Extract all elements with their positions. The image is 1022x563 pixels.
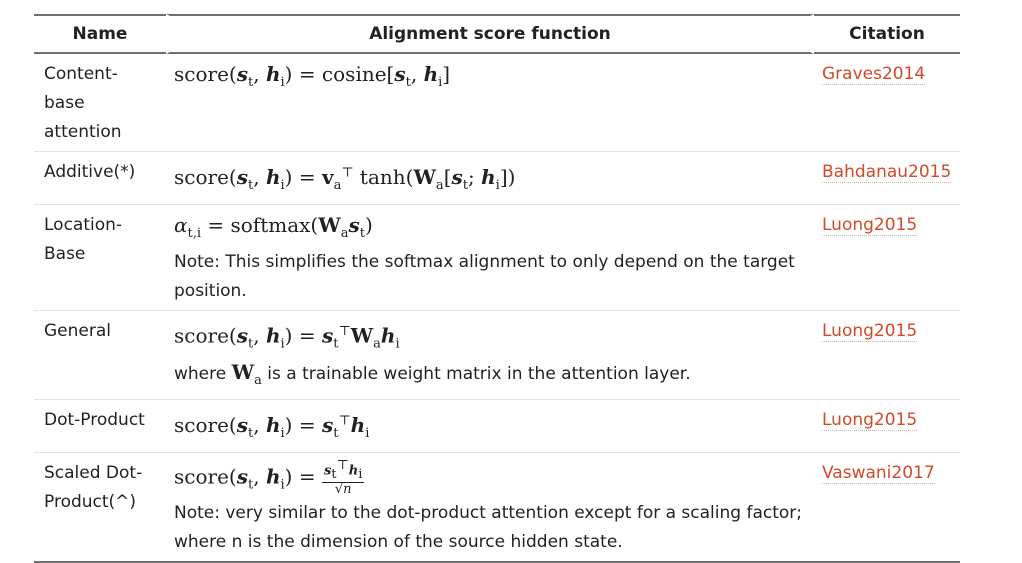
formula-location-base: αt,i = softmax(Wast) (174, 212, 373, 241)
table-row: Dot-Product score(st, hi) = st⊤hi Luong2… (34, 400, 960, 453)
citation-link[interactable]: Graves2014 (822, 64, 926, 85)
formula-additive: score(st, hi) = va⊤ tanh(Wa[st; hi]) (174, 164, 516, 193)
formula-dot-product: score(st, hi) = st⊤hi (174, 412, 370, 441)
attention-score-table-page: Name Alignment score function Citation C… (34, 14, 960, 563)
row-name: General (34, 311, 166, 401)
table-row: Scaled Dot-Product(^) score(st, hi) = st… (34, 453, 960, 563)
header-row: Name Alignment score function Citation (34, 14, 960, 54)
row-formula: score(st, hi) = cosine[st, hi] (166, 54, 814, 152)
formula-general: score(st, hi) = st⊤Wahi (174, 323, 400, 352)
table-row: Additive(*) score(st, hi) = va⊤ tanh(Wa[… (34, 152, 960, 205)
row-formula: αt,i = softmax(Wast) Note: This simplifi… (166, 205, 814, 311)
row-name: Scaled Dot-Product(^) (34, 453, 166, 563)
row-name: Additive(*) (34, 152, 166, 205)
citation-link[interactable]: Vaswani2017 (822, 462, 935, 484)
table-row: Location-Base αt,i = softmax(Wast) Note:… (34, 205, 960, 311)
row-note: Note: This simplifies the softmax alignm… (174, 251, 795, 301)
table-row: General score(st, hi) = st⊤Wahi where Wa… (34, 311, 960, 401)
row-formula: score(st, hi) = st⊤hi√n Note: very simil… (166, 453, 814, 563)
citation-link[interactable]: Bahdanau2015 (822, 162, 952, 183)
header-function: Alignment score function (166, 14, 814, 54)
citation-link[interactable]: Luong2015 (822, 320, 918, 342)
fraction: st⊤hi√n (321, 457, 365, 497)
row-citation[interactable]: Luong2015 (814, 205, 960, 311)
note-prefix: where (174, 364, 227, 385)
row-citation[interactable]: Graves2014 (814, 54, 960, 152)
row-citation[interactable]: Vaswani2017 (814, 453, 960, 563)
row-note: where Wa is a trainable weight matrix in… (174, 358, 806, 395)
row-note: Note: very similar to the dot-product at… (174, 503, 803, 553)
table-row: Content-base attention score(st, hi) = c… (34, 54, 960, 152)
weight-matrix-symbol: Wa (231, 360, 262, 389)
citation-link[interactable]: Luong2015 (822, 410, 918, 432)
row-formula: score(st, hi) = va⊤ tanh(Wa[st; hi]) (166, 152, 814, 205)
citation-link[interactable]: Luong2015 (822, 214, 918, 236)
row-citation[interactable]: Luong2015 (814, 400, 960, 453)
row-name: Location-Base (34, 205, 166, 311)
formula-scaled-dot-product: score(st, hi) = st⊤hi√n (174, 457, 365, 497)
row-citation[interactable]: Luong2015 (814, 311, 960, 401)
formula-content-base: score(st, hi) = cosine[st, hi] (174, 62, 451, 90)
note-suffix: is a trainable weight matrix in the atte… (267, 364, 691, 385)
header-citation: Citation (814, 14, 960, 54)
row-formula: score(st, hi) = st⊤hi (166, 400, 814, 453)
row-citation[interactable]: Bahdanau2015 (814, 152, 960, 205)
header-name: Name (34, 14, 166, 54)
alignment-score-table: Name Alignment score function Citation C… (34, 14, 960, 563)
row-name: Content-base attention (34, 54, 166, 152)
row-name: Dot-Product (34, 400, 166, 453)
row-formula: score(st, hi) = st⊤Wahi where Wa is a tr… (166, 311, 814, 401)
